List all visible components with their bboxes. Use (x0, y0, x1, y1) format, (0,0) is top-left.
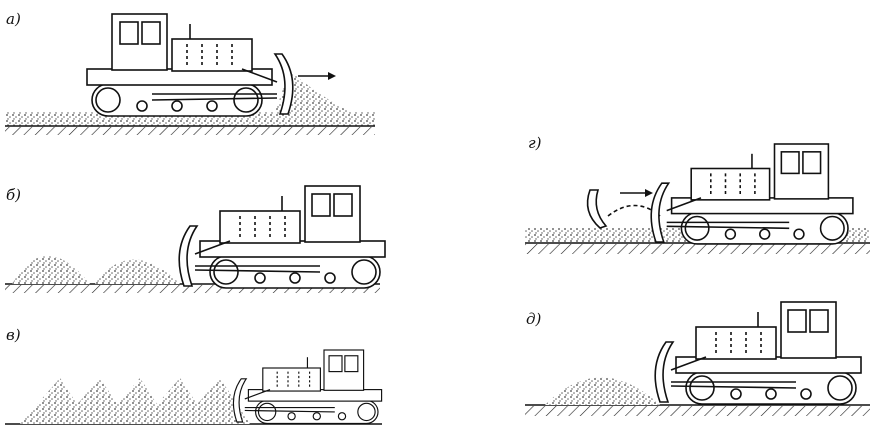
panel-label-d: д) (526, 310, 542, 328)
ground-hatch (5, 127, 375, 135)
panel-b (5, 185, 386, 293)
soil-pile (95, 259, 180, 284)
bulldozer (232, 349, 383, 425)
ground-hatch (525, 406, 870, 416)
soil-layer (5, 112, 375, 126)
bulldozer (86, 13, 294, 117)
panel-a (5, 13, 375, 135)
direction-arrow-icon (298, 72, 336, 80)
ground-hatch (525, 244, 870, 254)
panel-v (5, 349, 383, 425)
panel-label-b: б) (6, 186, 22, 204)
panel-label-v: в) (6, 326, 21, 344)
soil-pile (12, 256, 90, 284)
ground-hatch (5, 285, 380, 293)
bulldozer (178, 185, 386, 289)
soil-pile (545, 377, 660, 405)
raised-blade (586, 189, 608, 229)
direction-arrow-icon (620, 189, 653, 197)
bulldozer (650, 143, 854, 245)
soil-windrow (180, 378, 250, 424)
panel-d (525, 301, 870, 416)
panel-label-a: а) (6, 10, 21, 28)
panel-g (525, 143, 870, 254)
bulldozer (654, 301, 862, 405)
panel-label-g: г) (528, 134, 542, 152)
soil-pile (275, 70, 350, 112)
